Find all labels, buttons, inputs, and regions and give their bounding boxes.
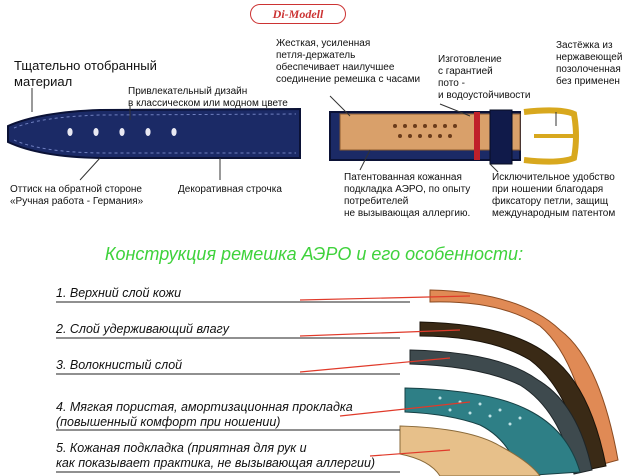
comfort-text: Исключительное удобство при ношении благ… bbox=[492, 172, 616, 219]
lining-text: Патентованная кожанная подкладка АЭРО, п… bbox=[344, 172, 471, 219]
layer-label-4: 4. Мягкая пористая, амортизационная прок… bbox=[56, 400, 353, 429]
loop-text: Жесткая, усиленная петля-держатель обесп… bbox=[276, 38, 421, 85]
guarantee-text: Изготовление с гарантией пото - и водоус… bbox=[438, 54, 531, 101]
stitch-text: Декоративная строчка bbox=[178, 184, 282, 195]
material-text: Тщательно отобранный материал bbox=[14, 58, 157, 89]
design-text: Привлекательный дизайн в классическом ил… bbox=[128, 86, 288, 109]
stamp-text: Оттиск на обратной стороне «Ручная работ… bbox=[10, 184, 144, 207]
left-strap-piece bbox=[7, 107, 301, 159]
layer-label-2: 2. Слой удерживающий влагу bbox=[56, 322, 229, 336]
brand-logo: Di-Modell bbox=[250, 4, 346, 24]
strap-loop bbox=[489, 109, 513, 165]
layer-label-3: 3. Волокнистый слой bbox=[56, 358, 183, 372]
strap-holes bbox=[67, 128, 177, 136]
buckle-text: Застёжка из нержавеющей позолоченная без… bbox=[556, 40, 623, 87]
layer-label-1: 1. Верхний слой кожи bbox=[56, 286, 182, 300]
section-heading: Конструкция ремешка АЭРО и его особеннос… bbox=[104, 244, 524, 264]
buckle-icon bbox=[523, 107, 579, 165]
layer-lining bbox=[399, 425, 541, 476]
layer-label-5: 5. Кожаная подкладка (приятная для рук и… bbox=[56, 441, 376, 470]
strap-stripe bbox=[474, 112, 480, 160]
